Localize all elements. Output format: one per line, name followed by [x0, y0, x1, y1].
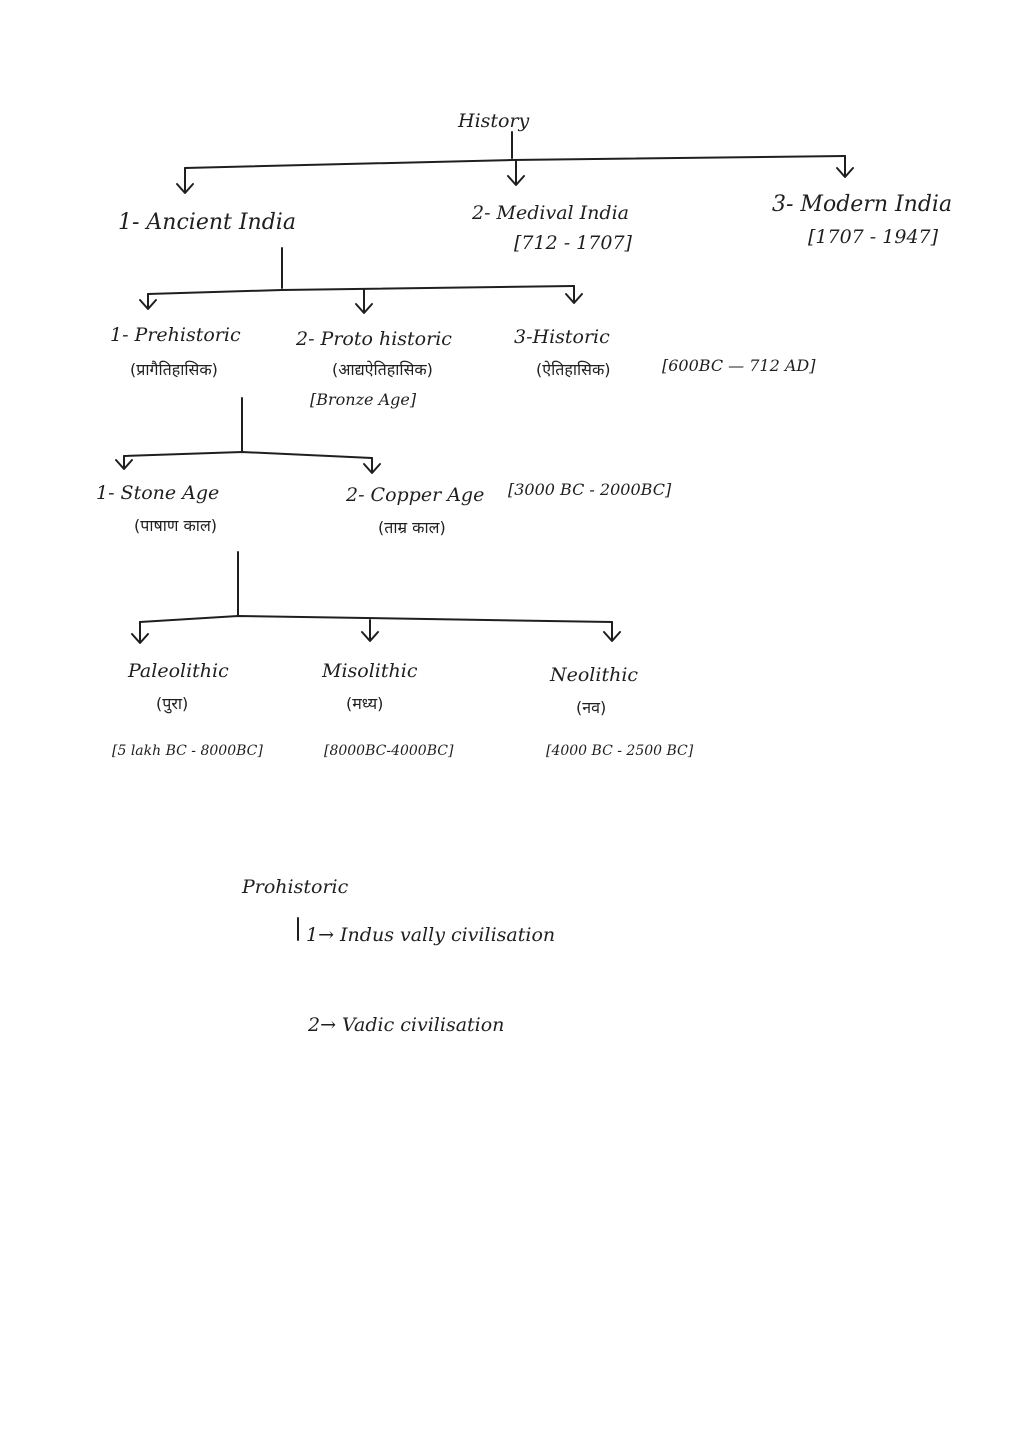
period-medival-india: 2- Medival India — [472, 202, 629, 224]
ancient-historic-hindi: (ऐतिहासिक) — [536, 360, 611, 379]
period-ancient-india: 1- Ancient India — [118, 210, 296, 235]
notes-item-1: 1→ Indus vally civilisation — [306, 924, 556, 946]
ancient-prehistoric: 1- Prehistoric — [110, 324, 241, 346]
period-medival-range: [712 - 1707] — [514, 232, 632, 254]
ancient-historic: 3-Historic — [514, 326, 610, 348]
stone-age-misolithic-hindi: (मध्य) — [346, 694, 384, 713]
ancient-historic-note: [600BC — 712 AD] — [662, 356, 816, 375]
stone-age-paleolithic-range: [5 lakh BC - 8000BC] — [112, 743, 263, 759]
stone-age-neolithic-hindi: (नव) — [576, 698, 607, 717]
period-modern-india: 3- Modern India — [772, 192, 953, 217]
stone-age-paleolithic: Paleolithic — [128, 660, 229, 682]
stone-age-neolithic-range: [4000 BC - 2500 BC] — [546, 743, 694, 759]
notes-heading: Prohistoric — [242, 876, 349, 898]
prehistoric-copper-age-hindi: (ताम्र काल) — [378, 518, 446, 537]
ancient-prehistoric-hindi: (प्रागैतिहासिक) — [130, 360, 218, 379]
stone-age-paleolithic-hindi: (पुरा) — [156, 694, 189, 713]
ancient-protohistoric-note: [Bronze Age] — [310, 390, 417, 409]
period-modern-range: [1707 - 1947] — [808, 226, 939, 248]
prehistoric-stone-age: 1- Stone Age — [96, 482, 220, 504]
prehistoric-copper-age-note: [3000 BC - 2000BC] — [508, 480, 672, 499]
stone-age-misolithic-range: [8000BC-4000BC] — [324, 743, 454, 759]
prehistoric-stone-age-hindi: (पाषाण काल) — [134, 516, 218, 535]
root-title: History — [458, 110, 530, 132]
ancient-protohistoric-hindi: (आद्यऐतिहासिक) — [332, 360, 433, 379]
stone-age-neolithic: Neolithic — [550, 664, 639, 686]
prehistoric-copper-age: 2- Copper Age — [346, 484, 485, 506]
stone-age-misolithic: Misolithic — [322, 660, 418, 682]
ancient-protohistoric: 2- Proto historic — [296, 328, 452, 350]
notes-item-2: 2→ Vadic civilisation — [308, 1014, 505, 1036]
